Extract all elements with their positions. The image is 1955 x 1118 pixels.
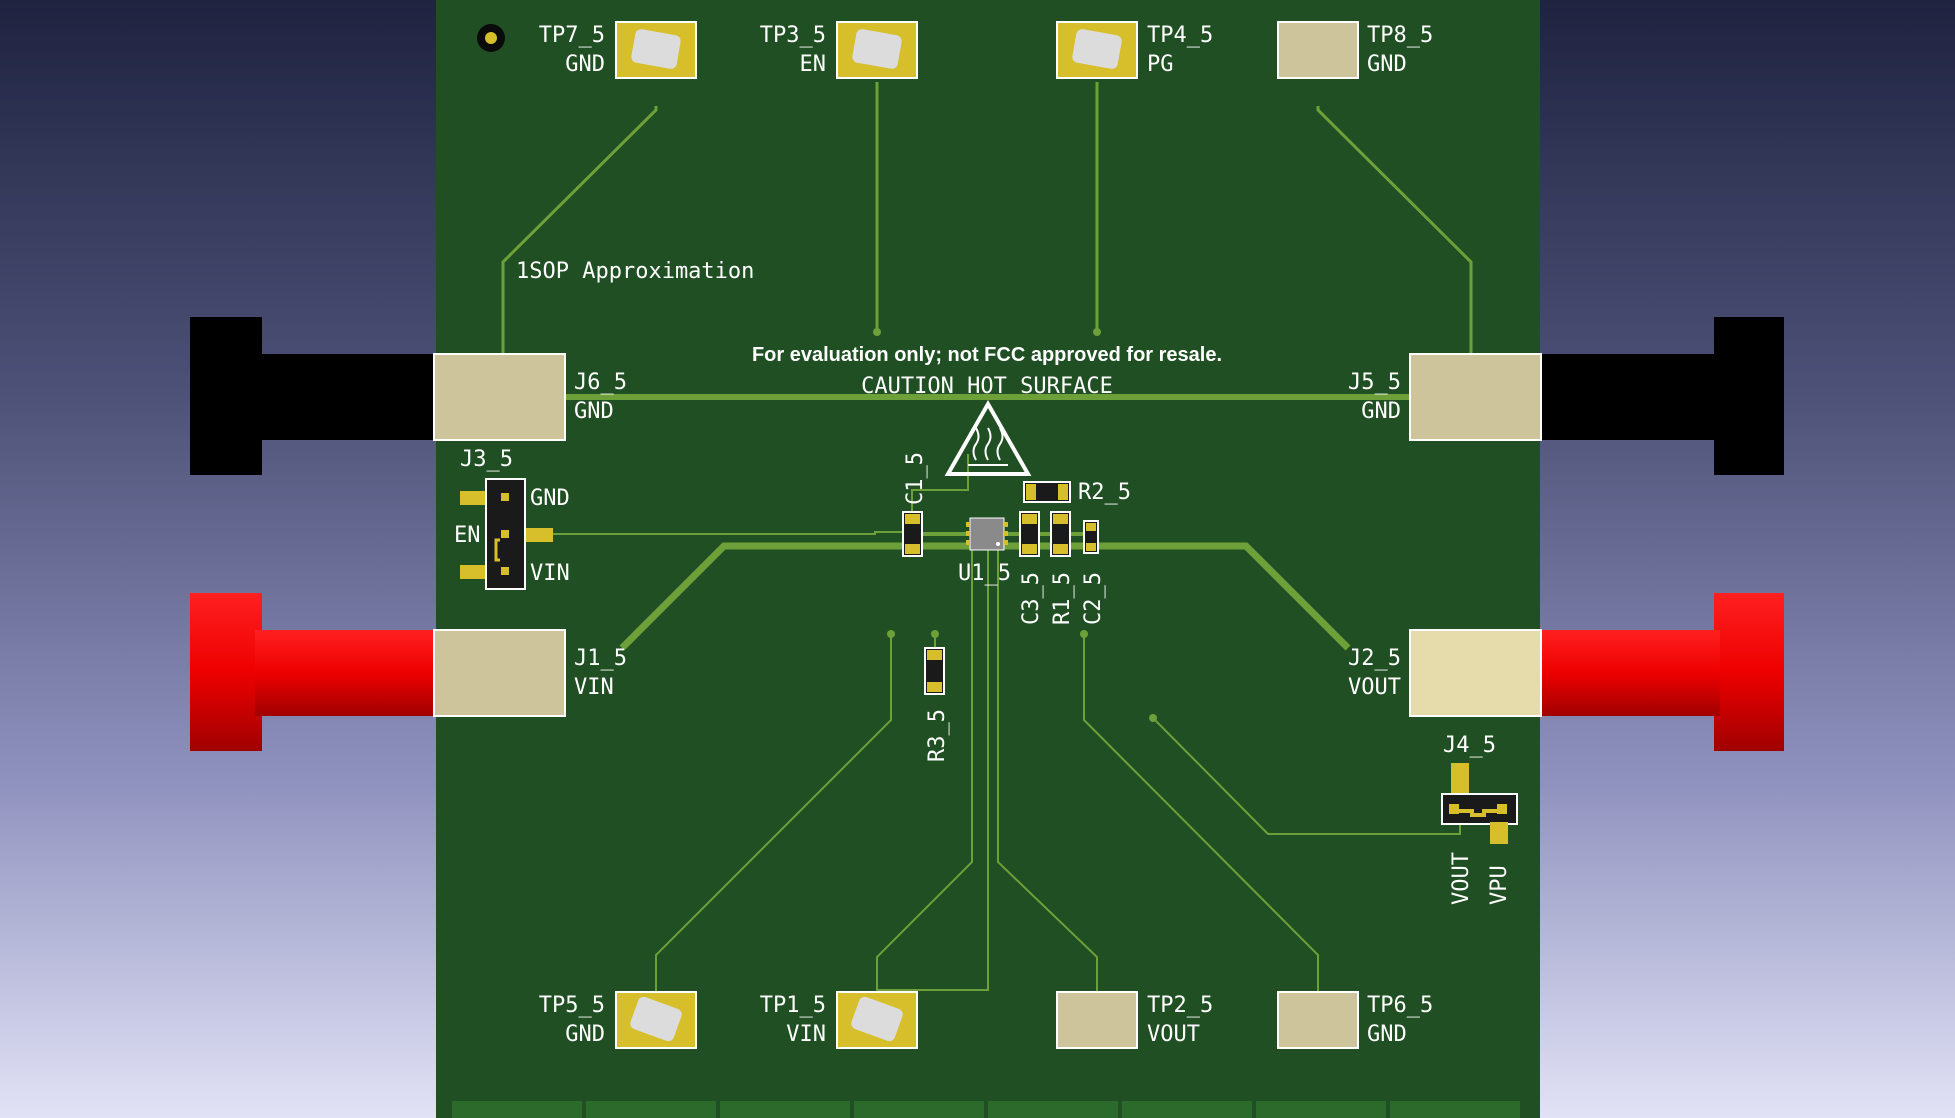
j4-pin-vpu: VPU: [1487, 865, 1512, 905]
c2-ref: C2_5: [1081, 572, 1106, 625]
connector-j6[interactable]: J6_5 GND: [433, 353, 627, 441]
caution-label: CAUTION HOT SURFACE: [861, 374, 1113, 399]
j4-pin-vout: VOUT: [1449, 852, 1474, 905]
resistor-r3[interactable]: R3_5: [924, 647, 950, 762]
hot-surface-warning-icon: [944, 399, 1032, 476]
c3-ref: C3_5: [1019, 572, 1044, 625]
tp2-ref: TP2_5: [1147, 993, 1213, 1018]
tp5-ref: TP5_5: [539, 993, 605, 1018]
tp8-ref: TP8_5: [1367, 23, 1433, 48]
capacitor-c2[interactable]: C2_5: [1081, 520, 1106, 625]
tp2-net: VOUT: [1147, 1022, 1200, 1047]
tp7-net: GND: [565, 52, 605, 77]
banana-post-black-right: [1540, 317, 1784, 475]
test-point-tp7[interactable]: TP7_5 GND: [539, 21, 697, 79]
j3-pin-en: EN: [454, 523, 481, 548]
jumper-j3[interactable]: J3_5 GND EN VIN: [454, 447, 570, 590]
j2-ref: J2_5: [1348, 646, 1401, 671]
tp1-ref: TP1_5: [760, 993, 826, 1018]
j5-ref: J5_5: [1348, 370, 1401, 395]
mounting-hole: [477, 24, 505, 52]
connector-j2[interactable]: J2_5 VOUT: [1348, 629, 1542, 717]
banana-post-red-right: [1540, 593, 1784, 751]
connector-j1[interactable]: J1_5 VIN: [433, 629, 627, 717]
r3-ref: R3_5: [925, 709, 950, 762]
tp7-ref: TP7_5: [539, 23, 605, 48]
j3-pin-gnd: GND: [530, 486, 570, 511]
j1-net: VIN: [574, 675, 614, 700]
banana-post-black-left: [190, 317, 435, 475]
capacitor-c1[interactable]: C1_5: [902, 452, 928, 557]
tp3-net: EN: [800, 52, 827, 77]
j2-net: VOUT: [1348, 675, 1401, 700]
test-point-tp3[interactable]: TP3_5 EN: [760, 21, 918, 79]
j6-ref: J6_5: [574, 370, 627, 395]
banana-post-red-left: [190, 593, 435, 751]
approximation-label: 1SOP Approximation: [516, 259, 754, 284]
jumper-j4[interactable]: J4_5 VOUT VPU: [1441, 733, 1518, 905]
j5-net: GND: [1361, 399, 1401, 424]
j6-net: GND: [574, 399, 614, 424]
j1-ref: J1_5: [574, 646, 627, 671]
u1-ref: U1_5: [958, 561, 1011, 586]
tp3-ref: TP3_5: [760, 23, 826, 48]
r2-ref: R2_5: [1078, 480, 1131, 505]
test-point-tp6[interactable]: TP6_5 GND: [1277, 991, 1433, 1049]
tp8-net: GND: [1367, 52, 1407, 77]
tp6-ref: TP6_5: [1367, 993, 1433, 1018]
test-point-tp4[interactable]: TP4_5 PG: [1056, 21, 1213, 79]
j4-ref: J4_5: [1443, 733, 1496, 758]
j3-pin-vin: VIN: [530, 561, 570, 586]
ic-u1[interactable]: U1_5: [958, 517, 1011, 586]
test-point-tp8[interactable]: TP8_5 GND: [1277, 21, 1433, 79]
test-point-tp2[interactable]: TP2_5 VOUT: [1056, 991, 1213, 1049]
tp1-net: VIN: [786, 1022, 826, 1047]
r1-ref: R1_5: [1050, 572, 1075, 625]
tp6-net: GND: [1367, 1022, 1407, 1047]
test-point-tp1[interactable]: TP1_5 VIN: [760, 991, 918, 1049]
resistor-r2[interactable]: R2_5: [1023, 480, 1131, 505]
tp4-ref: TP4_5: [1147, 23, 1213, 48]
board-edge-slots: [452, 1101, 1520, 1118]
c1-ref: C1_5: [903, 452, 928, 505]
evaluation-note: For evaluation only; not FCC approved fo…: [752, 344, 1222, 366]
tp4-net: PG: [1147, 52, 1174, 77]
j3-ref: J3_5: [460, 447, 513, 472]
connector-j5[interactable]: J5_5 GND: [1348, 353, 1542, 441]
test-point-tp5[interactable]: TP5_5 GND: [539, 991, 697, 1049]
capacitor-c3[interactable]: C3_5: [1019, 511, 1044, 625]
tp5-net: GND: [565, 1022, 605, 1047]
resistor-r1[interactable]: R1_5: [1050, 511, 1075, 625]
